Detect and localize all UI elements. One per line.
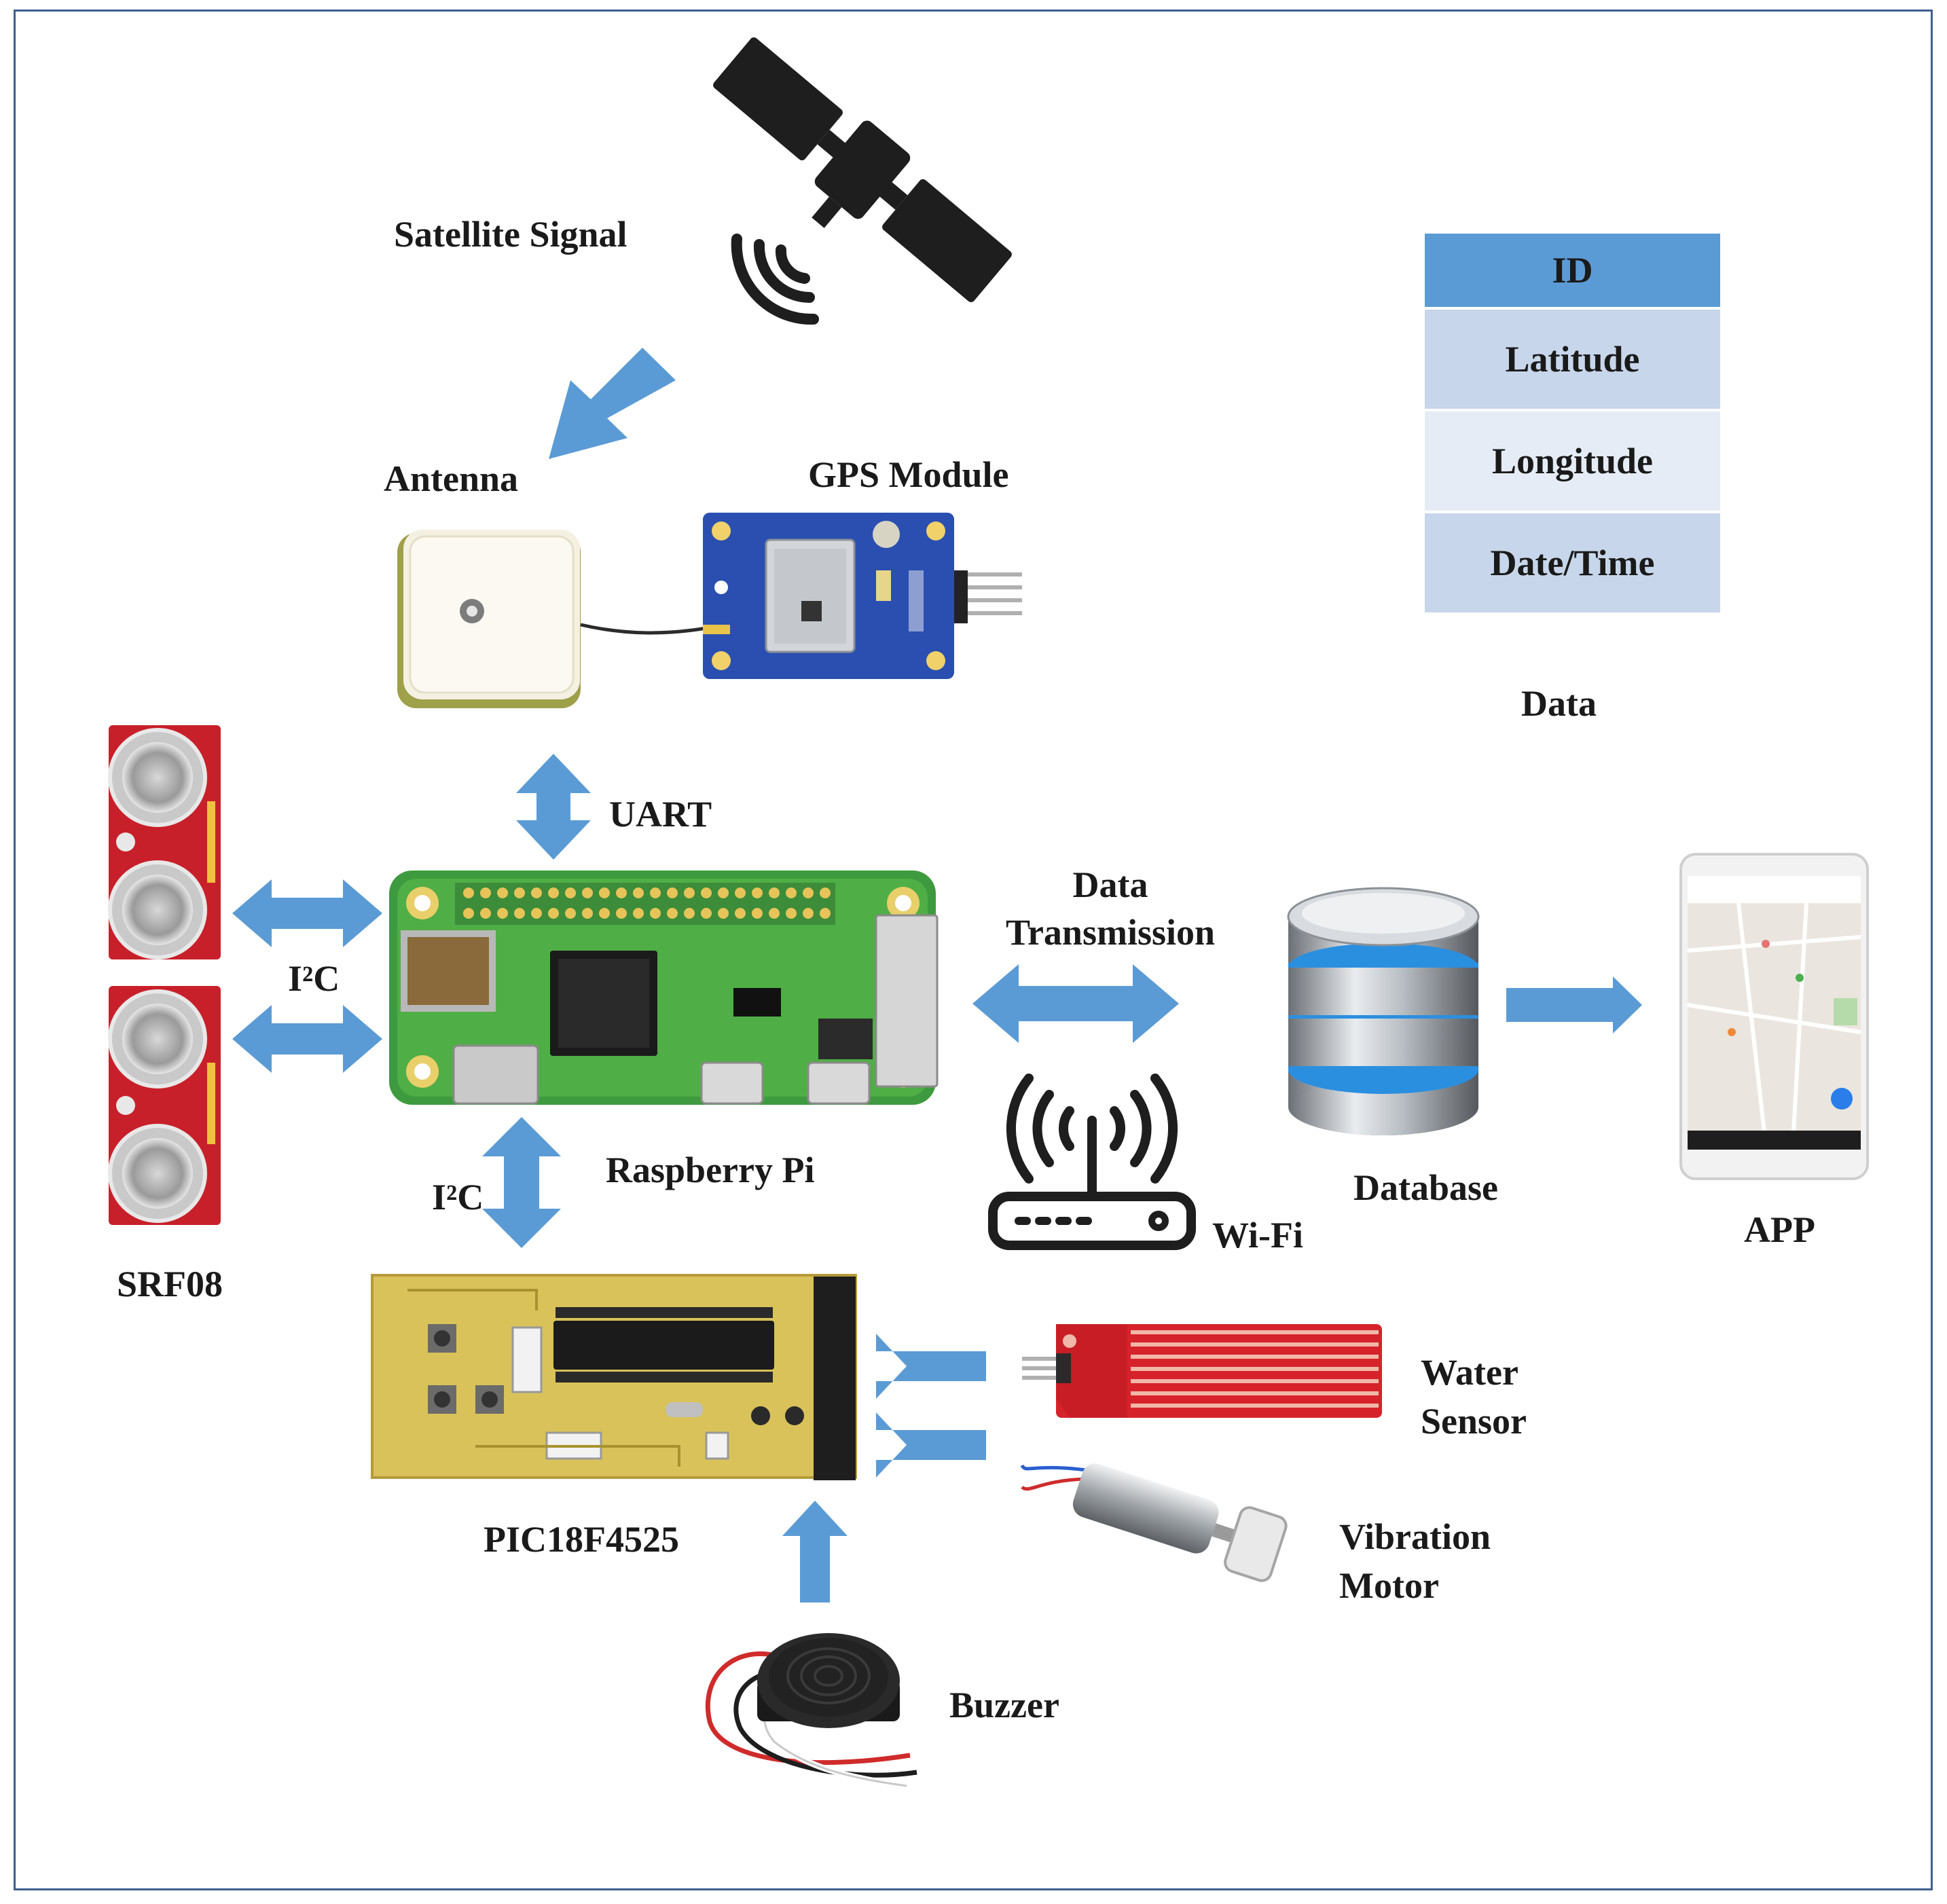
phone-app-icon [1679, 853, 1869, 1180]
data-table-row-datetime: Date/Time [1425, 513, 1720, 615]
data-table-header: ID [1425, 234, 1720, 310]
label-vibration-motor-line2: Motor [1339, 1565, 1439, 1606]
label-pic18f4525: PIC18F4525 [484, 1519, 679, 1560]
gps-module-icon [703, 513, 1022, 679]
wifi-router-icon [988, 1074, 1196, 1250]
antenna-icon [397, 530, 707, 708]
label-app: APP [1744, 1209, 1815, 1250]
label-water-sensor-line2: Sensor [1421, 1401, 1527, 1442]
label-water-sensor-line1: Water [1421, 1352, 1518, 1393]
label-srf08: SRF08 [117, 1264, 223, 1304]
water-sensor-icon [1022, 1324, 1382, 1418]
arrow-srf08-top-raspberry [232, 879, 382, 947]
database-icon [1287, 887, 1480, 1135]
satellite-signal-waves-icon [731, 234, 819, 325]
data-record-table: ID Latitude Longitude Date/Time [1425, 234, 1720, 615]
pic-board-icon [371, 1274, 857, 1480]
label-vibration-motor-line1: Vibration [1339, 1516, 1491, 1557]
label-uart: UART [609, 794, 712, 835]
label-raspberry-pi: Raspberry Pi [606, 1150, 815, 1190]
label-gps-module: GPS Module [808, 454, 1009, 495]
label-i2c-sensors: I²C [288, 958, 340, 999]
label-satellite-signal: Satellite Signal [394, 214, 627, 255]
label-antenna: Antenna [384, 458, 519, 499]
arrow-satellite-to-antenna [549, 348, 676, 459]
label-database: Database [1353, 1167, 1498, 1208]
arrow-srf08-bottom-raspberry [232, 1005, 382, 1073]
label-buzzer: Buzzer [949, 1685, 1059, 1725]
arrow-raspberry-pic-i2c [482, 1117, 561, 1248]
arrow-buzzer-to-pic [782, 1501, 848, 1603]
srf08-sensor-icon [108, 725, 221, 959]
label-data-transmission-line2: Transmission [1005, 912, 1216, 953]
satellite-icon [713, 37, 1012, 303]
arrow-vibration-motor-to-pic [876, 1412, 986, 1478]
vibration-motor-icon [1020, 1463, 1288, 1582]
diagram-frame [14, 10, 1933, 1890]
arrow-water-sensor-to-pic [876, 1334, 986, 1399]
label-data-transmission-line1: Data [1072, 864, 1148, 905]
buzzer-icon [705, 1633, 917, 1789]
label-wifi: Wi-Fi [1212, 1215, 1303, 1256]
arrow-gps-raspberry-uart [516, 754, 591, 860]
data-table-row-longitude: Longitude [1425, 411, 1720, 513]
raspberry-pi-board-icon [389, 871, 939, 1105]
label-i2c-pic: I²C [432, 1177, 484, 1218]
arrow-database-to-app [1506, 976, 1642, 1033]
srf08-sensor-icon [108, 986, 221, 1225]
label-data: Data [1521, 683, 1597, 724]
data-table-row-latitude: Latitude [1425, 310, 1720, 411]
arrow-data-transmission [972, 964, 1179, 1043]
